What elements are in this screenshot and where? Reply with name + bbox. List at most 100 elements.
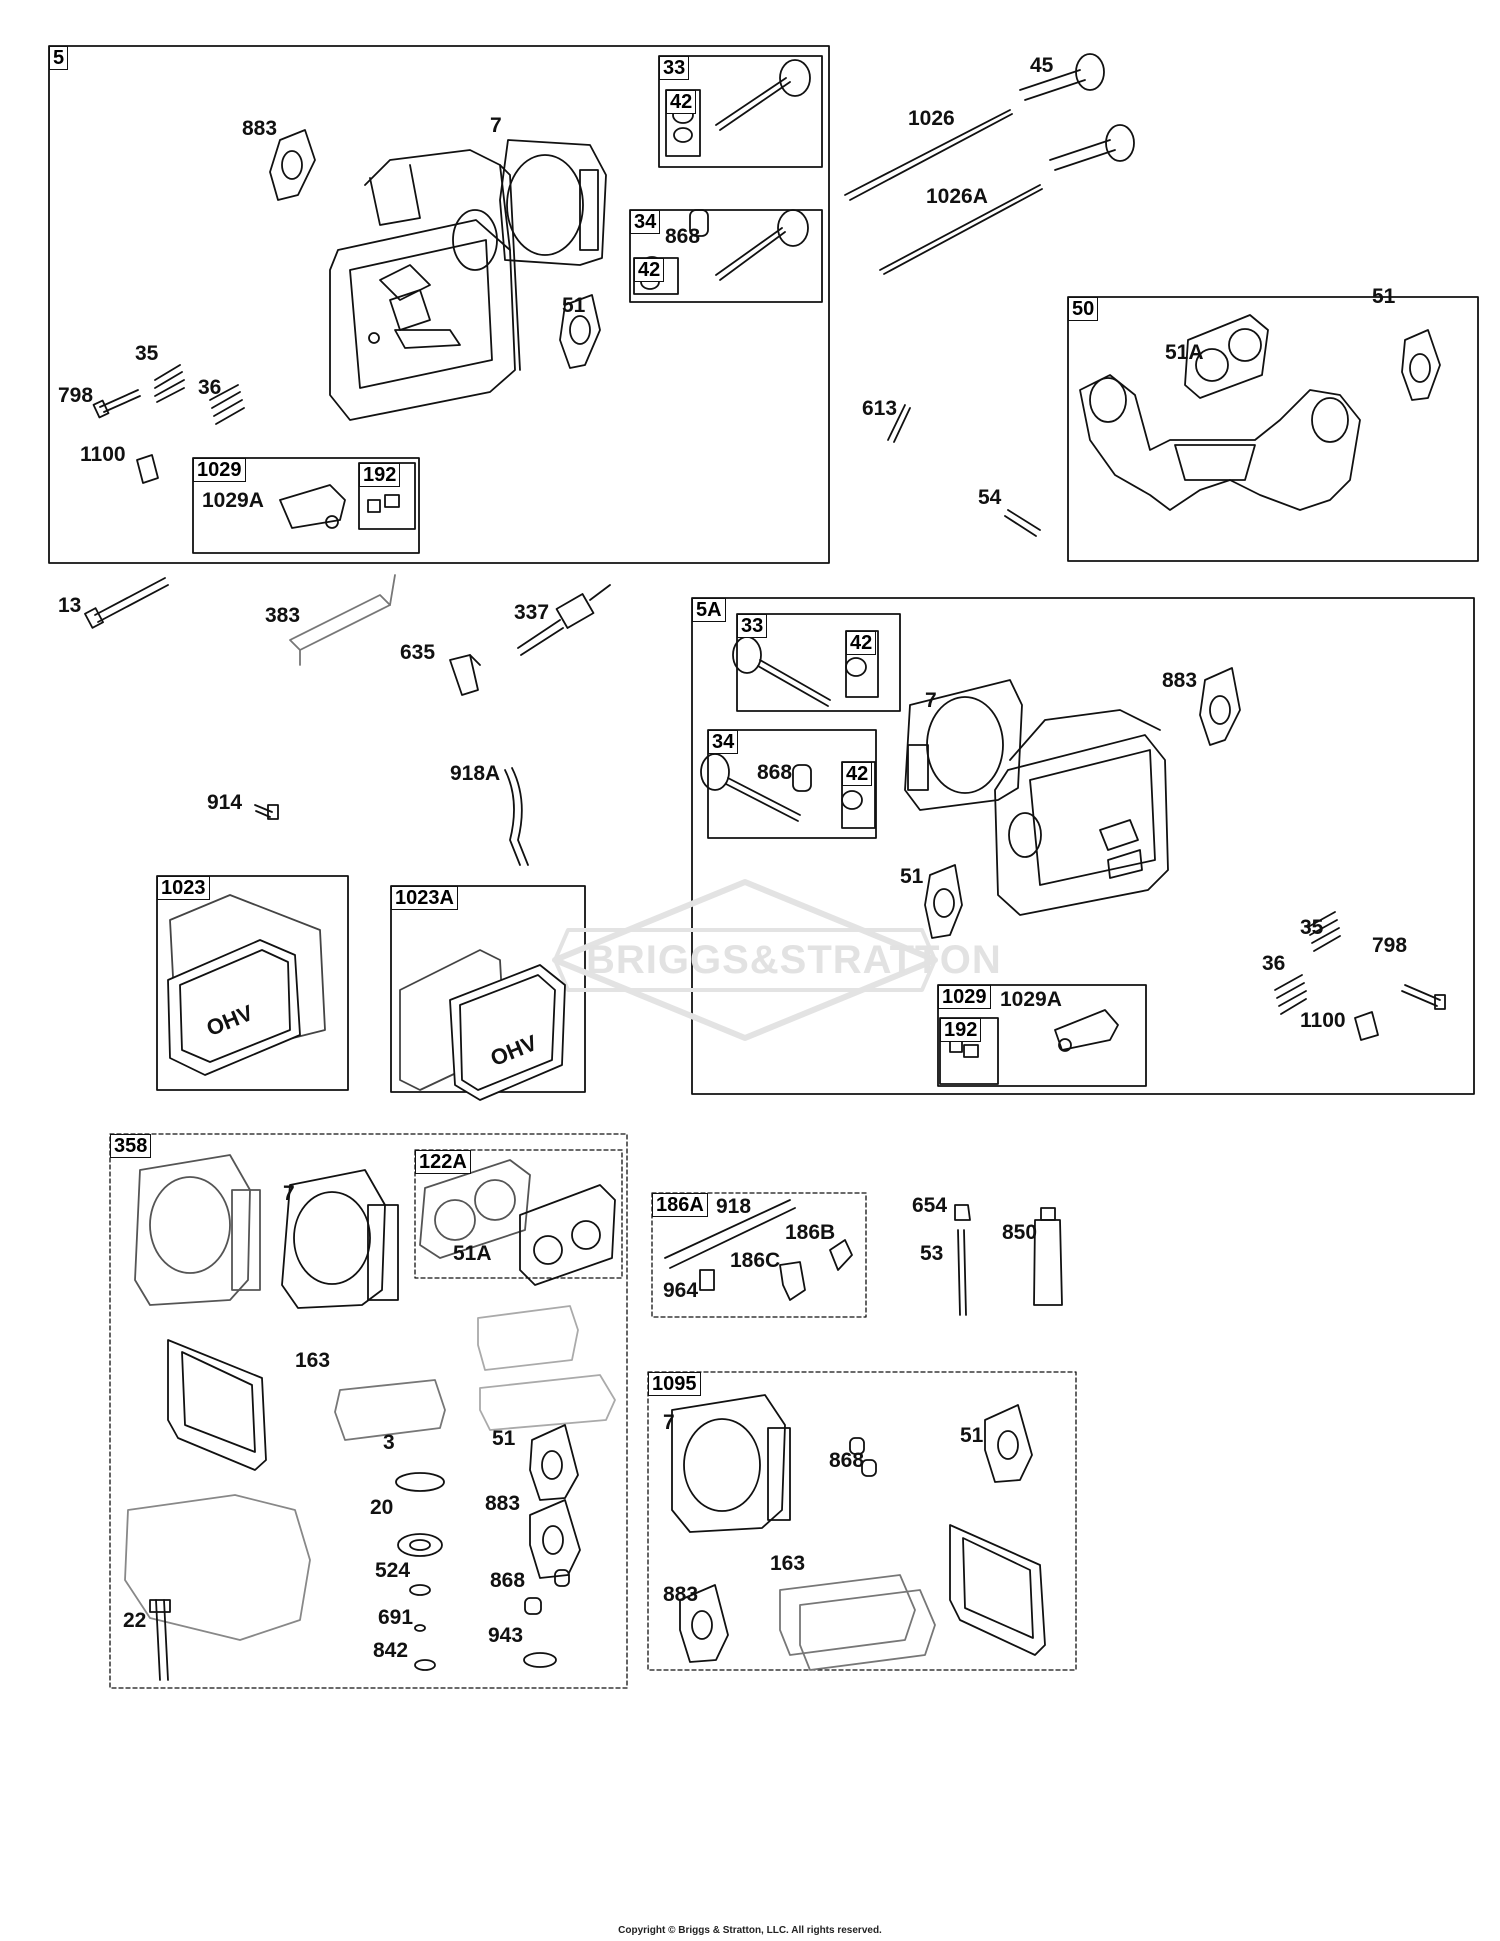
box-label-1095: 1095 xyxy=(648,1372,701,1396)
valve-cover-1023 xyxy=(167,894,326,1076)
clip-1100b xyxy=(1354,1011,1379,1041)
part-label-943: 943 xyxy=(488,1624,524,1647)
ring-842 xyxy=(414,1659,436,1671)
valve-cover-1023A xyxy=(399,949,566,1101)
part-label-964: 964 xyxy=(663,1279,699,1302)
box-label-42: 42 xyxy=(634,258,665,282)
springs-5A xyxy=(1274,911,1341,1015)
box-label-122A: 122A xyxy=(415,1150,471,1174)
gasket-883b xyxy=(1199,667,1241,746)
gasket-rect-358 xyxy=(167,1339,267,1471)
part-label-7: 7 xyxy=(490,114,502,137)
part-label-51A: 51A xyxy=(1165,341,1204,364)
part-label-54: 54 xyxy=(978,486,1002,509)
boot-635 xyxy=(449,654,481,696)
part-label-186B: 186B xyxy=(785,1221,836,1244)
bolt-798a xyxy=(92,389,141,419)
cylinder-head-5 xyxy=(329,149,521,421)
head-gasket-7b xyxy=(904,679,1023,811)
part-label-53: 53 xyxy=(920,1242,944,1265)
gasket-7c xyxy=(281,1169,399,1309)
part-label-883: 883 xyxy=(1162,669,1198,692)
gasket-163b xyxy=(779,1574,936,1671)
seal-868c xyxy=(554,1569,570,1587)
bolt-22 xyxy=(149,1599,171,1681)
part-label-914: 914 xyxy=(207,791,243,814)
part-label-798: 798 xyxy=(1372,934,1408,957)
part-label-1100: 1100 xyxy=(80,443,126,466)
part-label-654: 654 xyxy=(912,1194,948,1217)
head-gasket-7a xyxy=(499,139,607,266)
seal-943 xyxy=(523,1597,557,1668)
part-label-35: 35 xyxy=(135,342,159,365)
part-label-918: 918 xyxy=(716,1195,752,1218)
part-label-7: 7 xyxy=(283,1182,295,1205)
clip-1100a xyxy=(136,454,159,484)
seal-20 xyxy=(397,1533,443,1557)
part-label-51: 51 xyxy=(492,1427,516,1450)
part-label-35: 35 xyxy=(1300,916,1324,939)
seal-3 xyxy=(395,1472,445,1492)
bolt-914 xyxy=(254,804,279,820)
crankcase-gasket xyxy=(124,1494,311,1641)
part-label-36: 36 xyxy=(1262,952,1286,975)
rod-53 xyxy=(957,1229,967,1316)
watermark-logo xyxy=(552,879,938,1041)
part-label-1029A: 1029A xyxy=(202,489,264,512)
bolt-13 xyxy=(84,577,169,629)
part-label-45: 45 xyxy=(1030,54,1054,77)
part-label-20: 20 xyxy=(370,1496,394,1519)
gasket-set-358 xyxy=(134,1154,261,1306)
part-label-613: 613 xyxy=(862,397,898,420)
part-label-918A: 918A xyxy=(450,762,501,785)
part-label-13: 13 xyxy=(58,594,82,617)
part-label-51A: 51A xyxy=(453,1242,492,1265)
part-label-1029A: 1029A xyxy=(1000,988,1062,1011)
part-label-1026A: 1026A xyxy=(926,185,988,208)
stud-613 xyxy=(887,404,911,443)
gasket-51a xyxy=(559,294,601,369)
rocker-1029a xyxy=(279,484,346,529)
gasket-163a xyxy=(334,1379,446,1441)
part-label-868: 868 xyxy=(829,1449,865,1472)
box-label-358: 358 xyxy=(110,1134,152,1158)
box-label-50: 50 xyxy=(1068,297,1099,321)
part-label-1100: 1100 xyxy=(1300,1009,1346,1032)
sealant-tube-850 xyxy=(1033,1207,1063,1306)
box-label-1029: 1029 xyxy=(938,985,991,1009)
part-label-186C: 186C xyxy=(730,1249,781,1272)
pushrods xyxy=(844,53,1135,275)
part-label-7: 7 xyxy=(925,689,937,712)
box-label-192: 192 xyxy=(940,1018,982,1042)
gasket-51A-a xyxy=(1184,314,1269,399)
box-label-34: 34 xyxy=(708,730,739,754)
part-label-383: 383 xyxy=(265,604,301,627)
breather-186A xyxy=(664,1199,853,1301)
box-label-192: 192 xyxy=(359,463,401,487)
box-label-42: 42 xyxy=(666,90,697,114)
gasket-51A-b xyxy=(519,1184,616,1286)
part-label-51: 51 xyxy=(562,294,586,317)
gasket-51e xyxy=(984,1404,1033,1483)
part-label-36: 36 xyxy=(198,376,222,399)
copyright-footer: Copyright © Briggs & Stratton, LLC. All … xyxy=(618,1925,882,1936)
box-label-42: 42 xyxy=(842,762,873,786)
gasket-122A xyxy=(419,1159,531,1259)
nuts-192b xyxy=(949,1039,979,1058)
part-label-3: 3 xyxy=(383,1431,395,1454)
valve-654 xyxy=(954,1204,971,1221)
part-label-51: 51 xyxy=(1372,285,1396,308)
assembly-frames xyxy=(48,45,1479,1689)
box-label-1023A: 1023A xyxy=(391,886,458,910)
valves-box-5A xyxy=(700,636,867,822)
spark-plug-337 xyxy=(517,584,611,656)
part-label-163: 163 xyxy=(295,1349,331,1372)
box-label-1029: 1029 xyxy=(193,458,246,482)
part-label-635: 635 xyxy=(400,641,436,664)
part-label-883: 883 xyxy=(485,1492,521,1515)
part-label-883: 883 xyxy=(663,1583,699,1606)
part-label-842: 842 xyxy=(373,1639,409,1662)
box-label-42: 42 xyxy=(846,631,877,655)
box-label-33: 33 xyxy=(737,614,768,638)
gasket-rect-1095 xyxy=(949,1524,1046,1656)
